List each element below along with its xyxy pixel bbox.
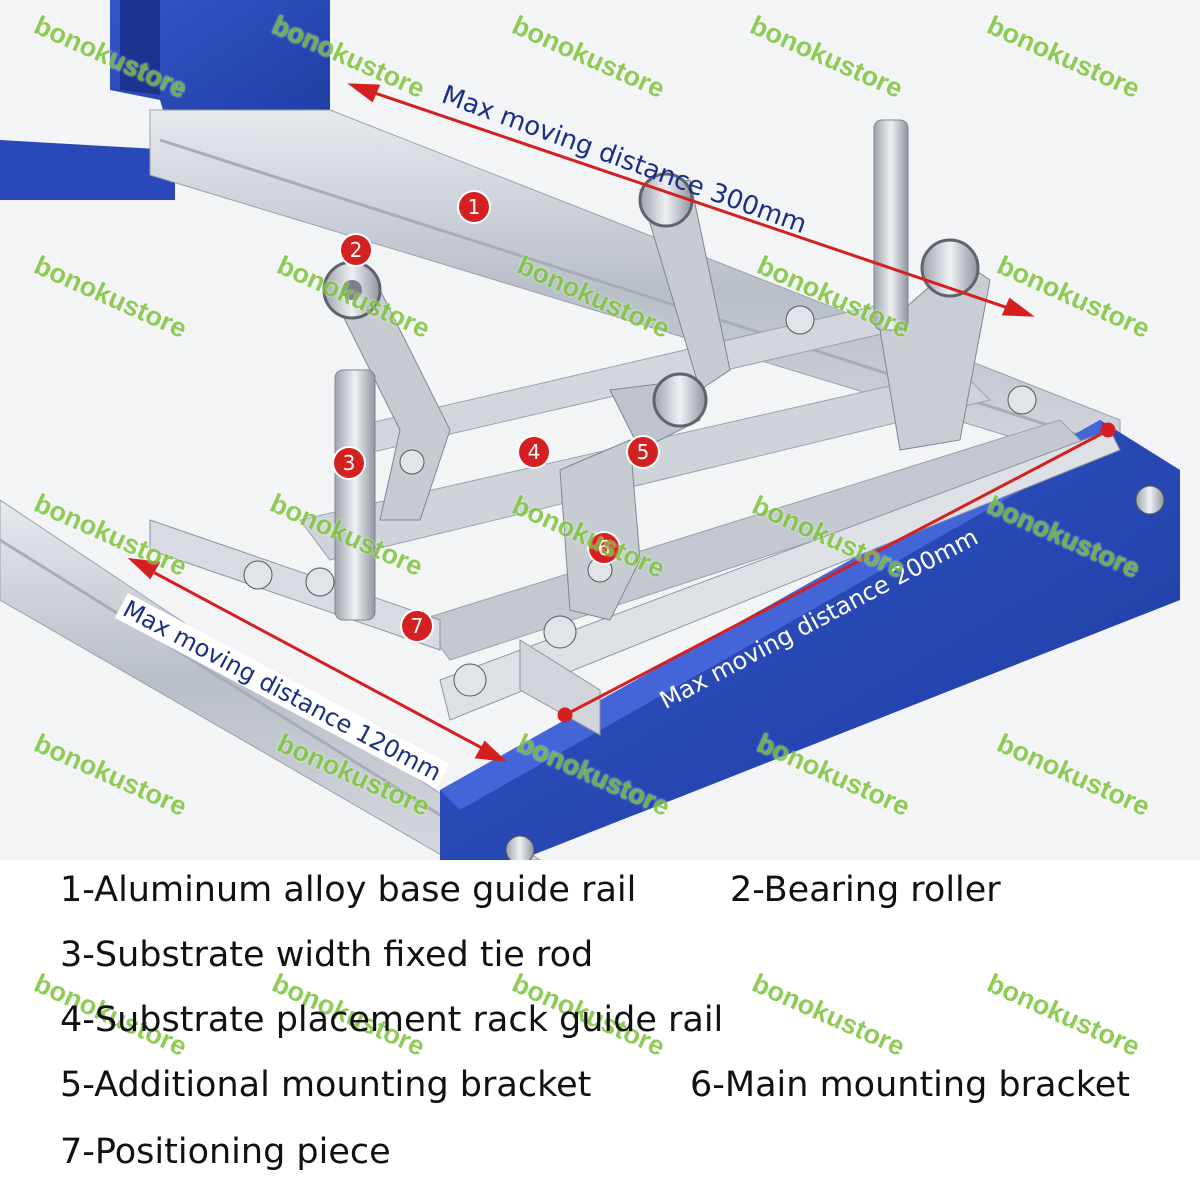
legend-item-1: 1-Aluminum alloy base guide rail bbox=[60, 870, 637, 910]
bolts bbox=[243, 305, 1037, 697]
rotary-attachment-illustration bbox=[0, 0, 1200, 860]
marker-5: 5 bbox=[628, 437, 658, 467]
marker-6: 6 bbox=[589, 533, 619, 563]
parts-legend: 1-Aluminum alloy base guide rail 2-Beari… bbox=[0, 860, 1200, 1200]
legend-item-7: 7-Positioning piece bbox=[60, 1132, 391, 1172]
legend-item-5: 5-Additional mounting bracket bbox=[60, 1065, 592, 1105]
marker-2: 2 bbox=[341, 235, 371, 265]
product-photo: Max moving distance 300mm Max moving dis… bbox=[0, 0, 1200, 860]
marker-7: 7 bbox=[402, 611, 432, 641]
legend-item-3: 3-Substrate width fixed tie rod bbox=[60, 935, 594, 975]
marker-3: 3 bbox=[334, 448, 364, 478]
legend-item-2: 2-Bearing roller bbox=[730, 870, 1001, 910]
marker-1: 1 bbox=[459, 192, 489, 222]
legend-item-4: 4-Substrate placement rack guide rail bbox=[60, 1000, 724, 1040]
marker-4: 4 bbox=[519, 437, 549, 467]
tie-rods bbox=[334, 119, 909, 621]
legend-item-6: 6-Main mounting bracket bbox=[690, 1065, 1130, 1105]
measurement-arrows bbox=[127, 83, 1116, 763]
